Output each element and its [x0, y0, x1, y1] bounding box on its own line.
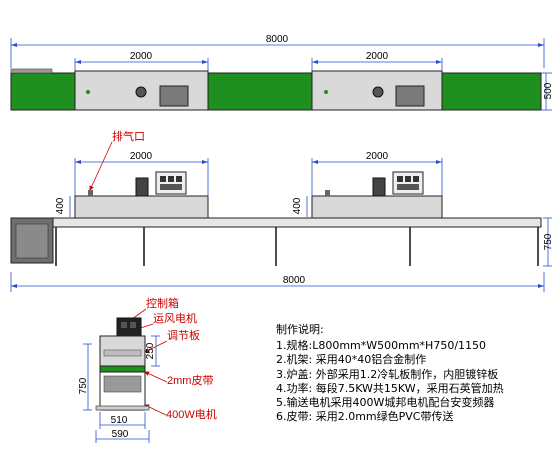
label-adjust-plate: 调节板	[167, 328, 200, 342]
dim-top-total-label: 8000	[266, 34, 289, 45]
dim-top-oven-1-label: 2000	[130, 51, 153, 62]
dim-top-oven-2-label: 2000	[366, 51, 389, 62]
label-belt: 2mm皮带	[167, 374, 213, 387]
note-item: 2.机架: 采用40*40铝合金制作	[276, 353, 427, 367]
note-item: 3.炉盖: 外部采用1.2冷轧板制作，内胆镀锌板	[276, 367, 499, 381]
note-item: 6.皮带: 采用2.0mm绿色PVC带传送	[276, 410, 454, 424]
side-oven-1	[74, 195, 209, 219]
top-belt-end-cap	[10, 68, 53, 74]
top-view: 8000 2000 2000	[10, 34, 554, 111]
dim-end-top-label: 250	[145, 342, 156, 359]
dim-side-height-label: 750	[543, 233, 554, 250]
end-belt	[99, 365, 146, 373]
dim-side-oven-2	[311, 158, 443, 196]
dim-top-total	[10, 38, 545, 68]
end-adjust-plate	[103, 349, 142, 357]
end-motor	[103, 375, 142, 393]
side-conveyor-frame	[10, 217, 542, 228]
label-fan-motor: 运风电机	[153, 311, 197, 325]
dim-side-total	[10, 272, 545, 292]
top-oven-1-fan	[135, 86, 147, 98]
side-control-box-2	[392, 171, 424, 195]
dim-end-height-label: 750	[78, 377, 89, 394]
label-exhaust-port: 排气口	[112, 129, 145, 143]
note-item: 5.输送电机采用400W城邦电机配台安变频器	[276, 396, 495, 410]
dim-end-inner-width-label: 510	[111, 415, 128, 426]
side-exhaust-2	[325, 190, 330, 196]
label-control-box: 控制箱	[146, 296, 179, 310]
side-view: 排气口 2000 2000 400 400	[10, 129, 554, 292]
production-notes: 制作说明: 1.规格:L800mm*W500mm*H750/1150 2.机架:…	[276, 323, 558, 424]
top-oven-2-fan	[372, 86, 384, 98]
dim-side-oven-2-label: 2000	[366, 151, 389, 162]
dim-top-width	[541, 72, 552, 111]
side-fan-motor-1	[135, 177, 149, 197]
note-item: 1.规格:L800mm*W500mm*H750/1150	[276, 339, 487, 353]
top-oven-2-exhaust	[324, 90, 328, 94]
notes-title: 制作说明:	[276, 323, 324, 336]
top-oven-1-control-box	[159, 85, 189, 107]
dim-side-height	[543, 217, 552, 267]
dim-end-outer-width-label: 590	[112, 429, 129, 440]
dim-side-total-label: 8000	[283, 275, 306, 286]
side-fan-motor-2	[372, 177, 386, 197]
dim-side-hood-left-label: 400	[55, 197, 66, 214]
side-legs	[55, 227, 539, 266]
dim-side-oven-1-label: 2000	[130, 151, 153, 162]
side-oven-2	[311, 195, 443, 219]
dim-end-top	[151, 335, 160, 367]
note-item: 4.功率: 每段7.5KW共15KW，采用石英管加热	[276, 381, 504, 395]
top-oven-2-control-box	[395, 85, 425, 107]
dim-end-inner-width	[99, 412, 146, 429]
side-control-box-1	[155, 171, 187, 195]
dim-side-hood-right-label: 400	[292, 197, 303, 214]
end-view: 控制箱 运风电机 调节板 2mm皮带 400W电机 250	[78, 296, 217, 443]
arrow-exhaust-port	[89, 141, 113, 191]
top-oven-1-exhaust	[86, 90, 90, 94]
side-exhaust-1	[88, 190, 93, 196]
dim-side-oven-1	[74, 158, 209, 196]
dim-top-oven-1	[74, 58, 209, 72]
label-motor: 400W电机	[166, 407, 217, 421]
dim-end-outer-width	[95, 430, 150, 443]
dim-top-width-label: 500	[543, 82, 554, 99]
dim-top-oven-2	[311, 58, 443, 72]
end-control-box	[116, 317, 142, 337]
dim-end-height	[83, 343, 92, 411]
